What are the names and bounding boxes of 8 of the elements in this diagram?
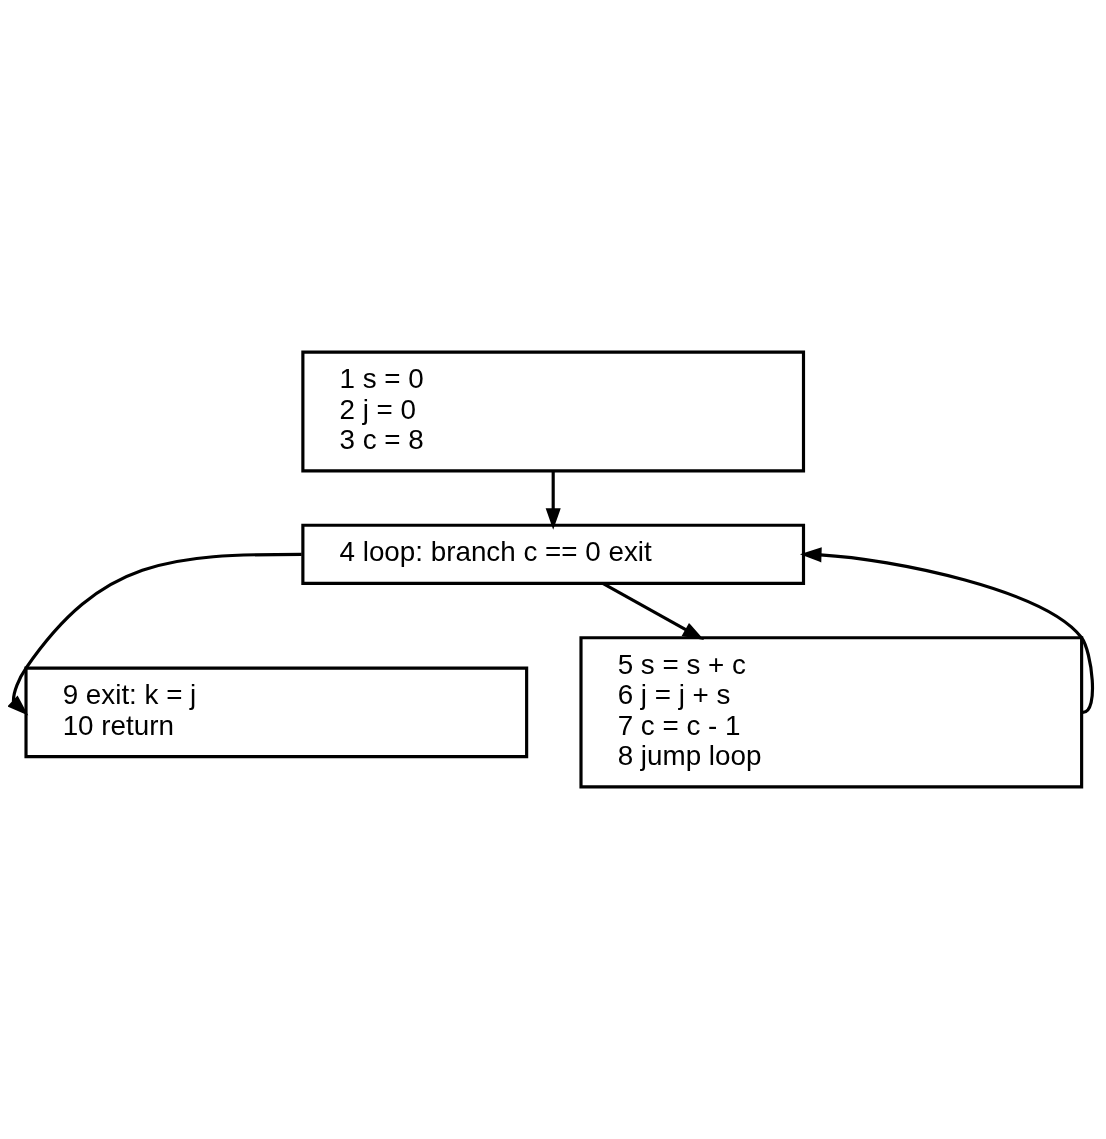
node-box: 4 loop: branch c == 0 exit [301, 523, 806, 585]
arrow [545, 471, 561, 530]
node-box: 5 s = s + c 6 j = j + s 7 c = c - 1 8 jump loop [579, 636, 1084, 789]
arrow [800, 547, 1094, 714]
node-box: 9 exit: k = j 10 return [24, 666, 529, 759]
arrow [8, 552, 302, 716]
arrow [602, 582, 705, 640]
node-box: 1 s = 0 2 j = 0 3 c = 8 [301, 350, 806, 473]
